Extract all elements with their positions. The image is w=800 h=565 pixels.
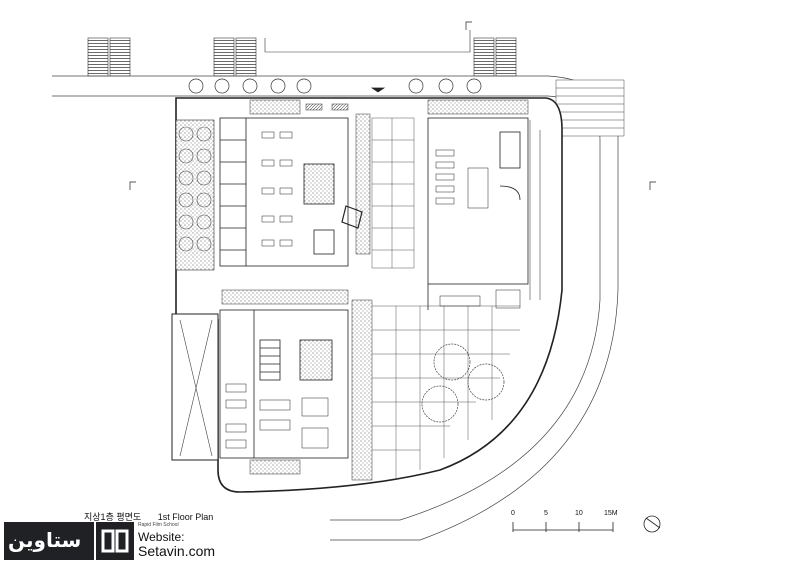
- scale-tick-15m: 15M: [604, 510, 618, 517]
- parking-stripes: [87, 30, 517, 77]
- website-url: Setavin.com: [138, 543, 216, 559]
- watermark-logo-mark: [96, 522, 134, 560]
- paving-grid: [371, 117, 520, 478]
- plaza-steps: [555, 79, 625, 137]
- title-korean: 지상1층 평면도: [84, 512, 142, 522]
- title-english: 1st Floor Plan: [157, 512, 214, 522]
- hatched-bands: [221, 99, 529, 481]
- section-markers: [129, 21, 656, 190]
- scale-tick-10: 10: [575, 510, 583, 517]
- street-trees: [188, 78, 482, 94]
- building-outline: [171, 97, 563, 493]
- scale-tick-0: 0: [511, 510, 515, 517]
- planter-grid: [175, 119, 215, 271]
- website-label: Website:: [138, 530, 185, 544]
- courtyard-trees: [421, 343, 505, 423]
- scale-bar: [512, 522, 614, 532]
- logo-mark-icon: [101, 529, 129, 553]
- watermark-logo-text: ستاوین: [8, 528, 82, 552]
- right-block-rooms: [427, 117, 541, 310]
- upper-left-rooms: [219, 117, 363, 267]
- watermark-small-text: Rapid Film School: [138, 522, 179, 528]
- scale-tick-5: 5: [544, 510, 548, 517]
- lower-left-rooms: [219, 309, 349, 459]
- north-arrow-icon: [643, 515, 661, 533]
- watermark-logo: [4, 522, 94, 560]
- drawing-title: 지상1층 평면도 1st Floor Plan: [84, 510, 227, 523]
